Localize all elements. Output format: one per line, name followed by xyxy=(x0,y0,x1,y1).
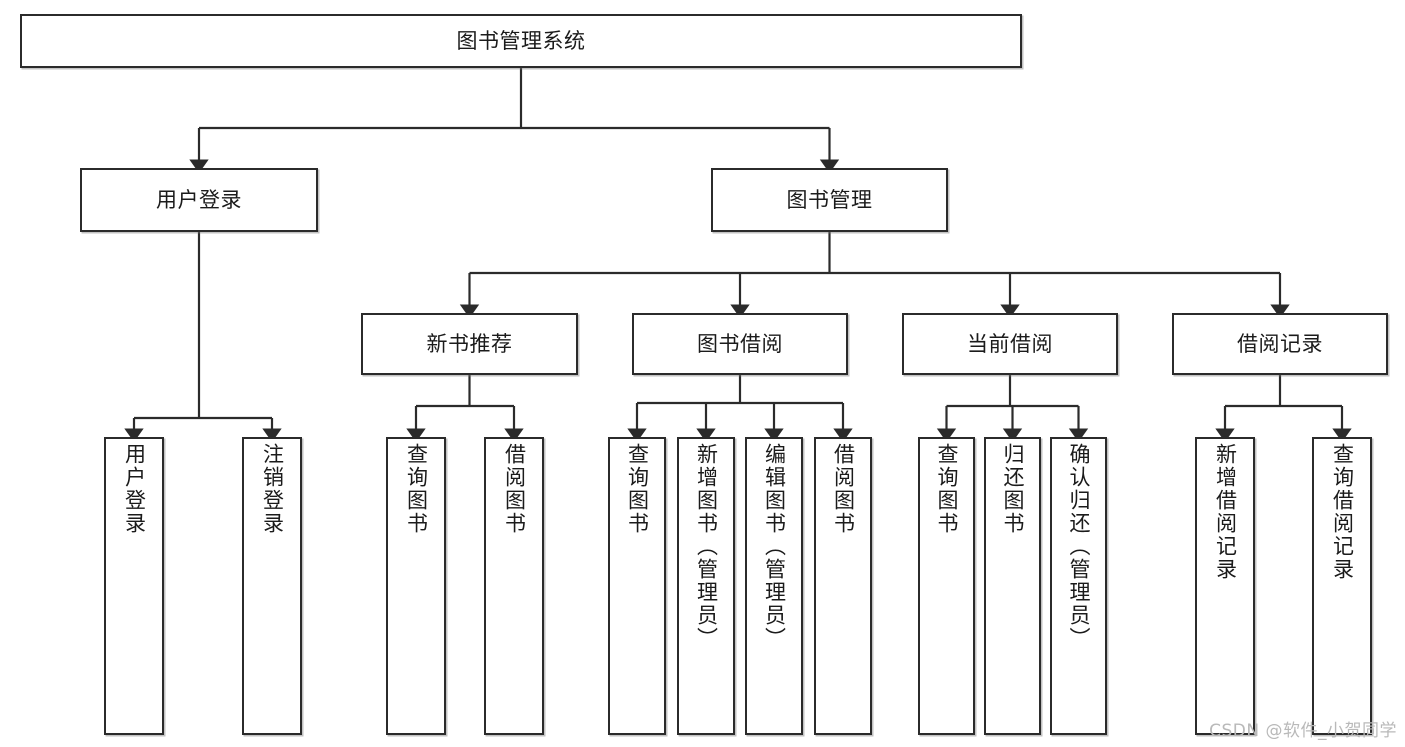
node-root-label: 图书管理系统 xyxy=(456,28,586,53)
leaf-recommend-borrow-book-label: 借阅图书 xyxy=(502,443,527,535)
node-new-book-recommendation-label: 新书推荐 xyxy=(426,331,513,356)
leaf-return-book-label: 归还图书 xyxy=(1001,443,1025,535)
leaf-add-book-admin-label: 新增图书（管理员） xyxy=(694,443,719,650)
node-borrowing-record[interactable]: 借阅记录 xyxy=(1172,313,1388,375)
node-book-management-label: 图书管理 xyxy=(786,187,873,212)
leaf-borrow-book-label: 借阅图书 xyxy=(831,443,856,535)
leaf-borrow-book[interactable]: 借阅图书 xyxy=(814,437,872,735)
leaf-recommend-query-book-label: 查询图书 xyxy=(404,443,429,535)
leaf-add-borrow-record[interactable]: 新增借阅记录 xyxy=(1195,437,1255,735)
leaf-confirm-return-admin-label: 确认归还（管理员） xyxy=(1067,443,1091,650)
leaf-user-logout[interactable]: 注销登录 xyxy=(242,437,302,735)
leaf-add-borrow-record-label: 新增借阅记录 xyxy=(1213,443,1238,581)
node-user-login-label: 用户登录 xyxy=(156,187,242,212)
node-book-borrowing-label: 图书借阅 xyxy=(697,331,783,356)
leaf-user-login[interactable]: 用户登录 xyxy=(104,437,164,735)
node-book-borrowing[interactable]: 图书借阅 xyxy=(632,313,848,375)
node-borrowing-record-label: 借阅记录 xyxy=(1237,331,1323,356)
node-user-login[interactable]: 用户登录 xyxy=(80,168,318,232)
node-book-management[interactable]: 图书管理 xyxy=(711,168,948,232)
csdn-watermark: CSDN @软件_小贺同学 xyxy=(1209,721,1397,741)
leaf-query-borrow-record-label: 查询借阅记录 xyxy=(1330,443,1355,581)
leaf-user-logout-label: 注销登录 xyxy=(260,443,285,535)
leaf-confirm-return-admin[interactable]: 确认归还（管理员） xyxy=(1050,437,1107,735)
leaf-edit-book-admin-label: 编辑图书（管理员） xyxy=(762,443,787,650)
leaf-recommend-borrow-book[interactable]: 借阅图书 xyxy=(484,437,544,735)
node-current-borrowing[interactable]: 当前借阅 xyxy=(902,313,1118,375)
leaf-current-query-book-label: 查询图书 xyxy=(935,443,959,535)
leaf-user-login-label: 用户登录 xyxy=(122,443,147,535)
leaf-edit-book-admin[interactable]: 编辑图书（管理员） xyxy=(745,437,803,735)
leaf-query-borrow-record[interactable]: 查询借阅记录 xyxy=(1312,437,1372,735)
leaf-current-query-book[interactable]: 查询图书 xyxy=(918,437,975,735)
leaf-borrow-query-book-label: 查询图书 xyxy=(625,443,650,535)
leaf-borrow-query-book[interactable]: 查询图书 xyxy=(608,437,666,735)
node-current-borrowing-label: 当前借阅 xyxy=(967,331,1053,356)
leaf-return-book[interactable]: 归还图书 xyxy=(984,437,1041,735)
node-new-book-recommendation[interactable]: 新书推荐 xyxy=(361,313,578,375)
leaf-add-book-admin[interactable]: 新增图书（管理员） xyxy=(677,437,735,735)
leaf-recommend-query-book[interactable]: 查询图书 xyxy=(386,437,446,735)
node-root[interactable]: 图书管理系统 xyxy=(20,14,1022,68)
